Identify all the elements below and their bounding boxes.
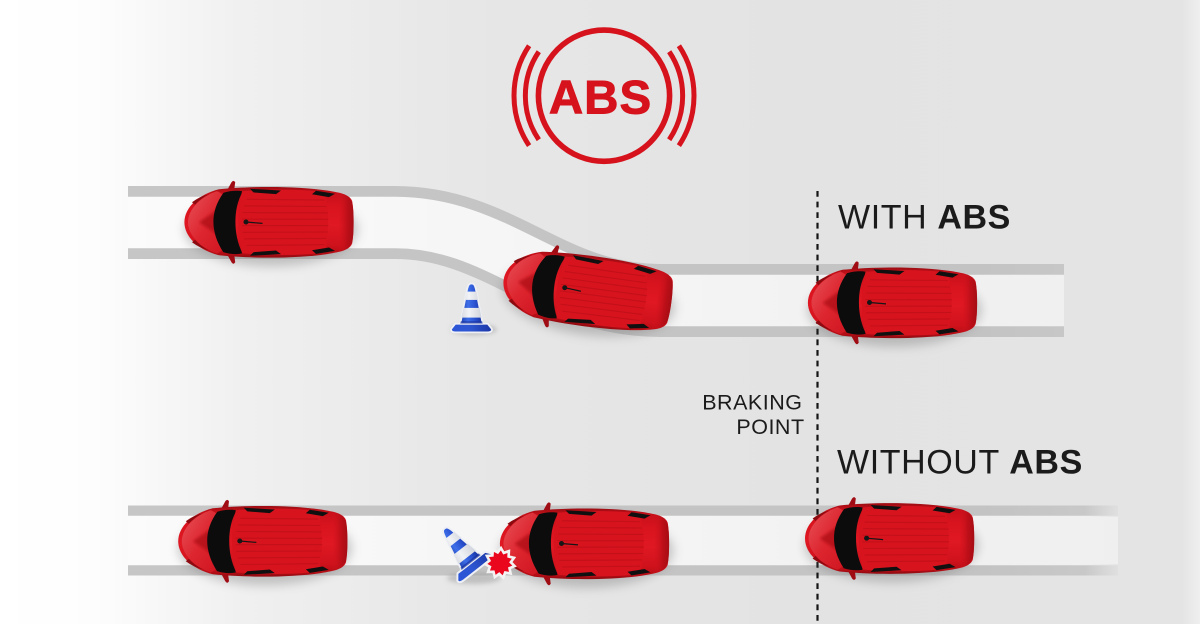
- svg-text:POINT: POINT: [736, 415, 804, 439]
- svg-text:WITH ABS: WITH ABS: [838, 199, 1011, 237]
- svg-text:BRAKING: BRAKING: [702, 390, 802, 414]
- svg-text:ABS: ABS: [549, 72, 652, 125]
- svg-text:WITHOUT ABS: WITHOUT ABS: [837, 444, 1083, 482]
